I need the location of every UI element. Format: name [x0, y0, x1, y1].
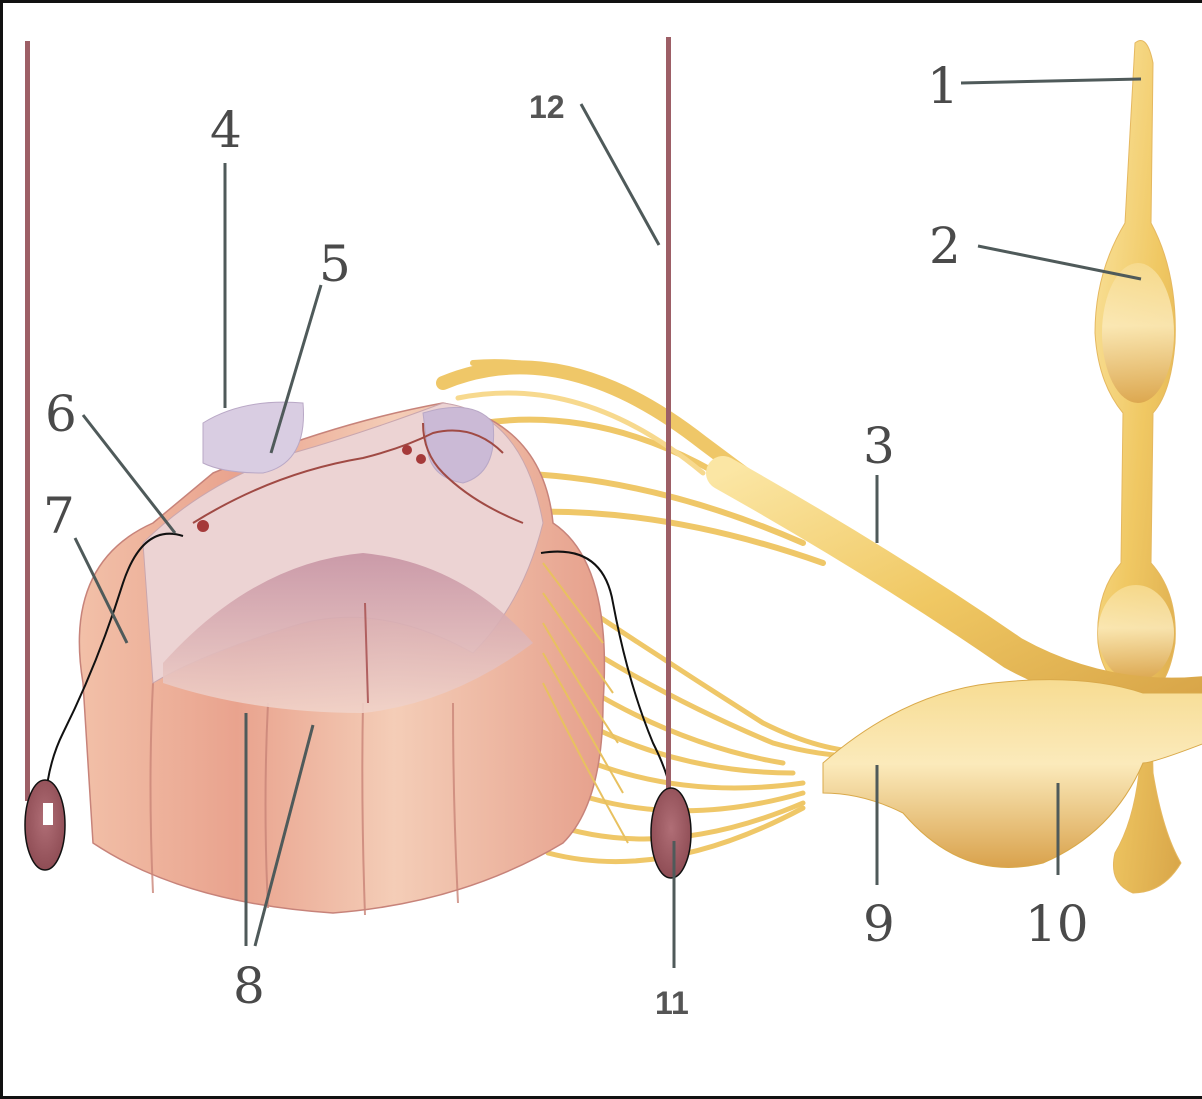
label-8: 8	[233, 961, 265, 1011]
label-2: 2	[929, 221, 961, 271]
label-1: 1	[927, 61, 959, 111]
right-electrode-tip	[651, 788, 691, 878]
label-12: 12	[529, 91, 565, 123]
electrode-glint	[43, 803, 53, 825]
left-electrode-rod	[25, 41, 30, 801]
right-electrode-rod	[666, 37, 671, 797]
label-10: 10	[1025, 899, 1089, 949]
label-5: 5	[319, 239, 351, 289]
spinal-cord-illustration	[3, 3, 1202, 1099]
label-6: 6	[45, 389, 77, 439]
label-9: 9	[863, 899, 895, 949]
label-7: 7	[43, 491, 75, 541]
label-3: 3	[863, 421, 895, 471]
label-11: 11	[655, 987, 689, 1019]
spinal-cord	[79, 402, 604, 915]
label-4: 4	[210, 105, 242, 155]
